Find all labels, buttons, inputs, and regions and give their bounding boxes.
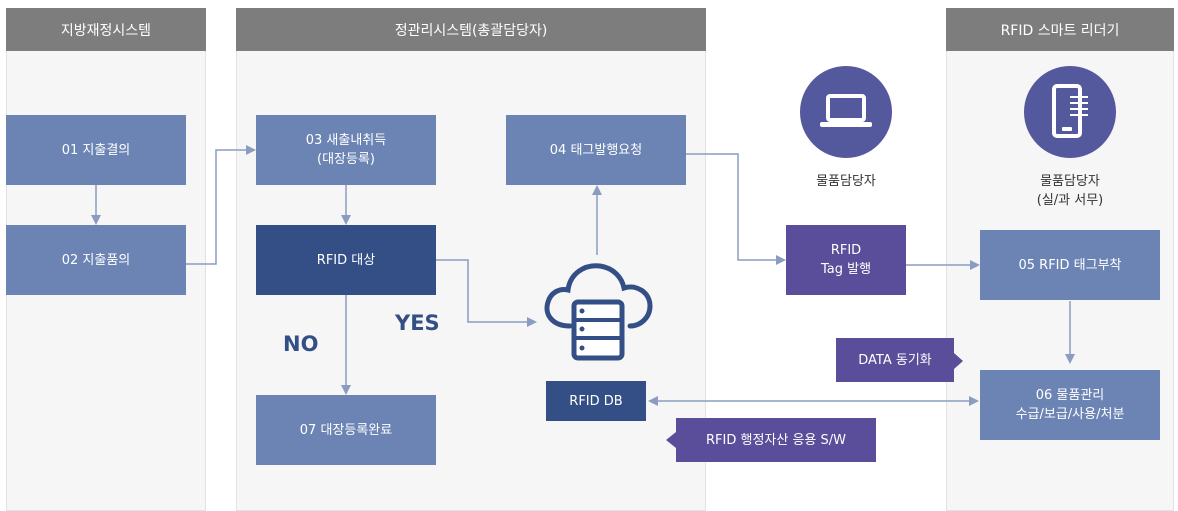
step-07-registration-complete: 07 대장등록완료	[256, 395, 436, 465]
tablet-icon-circle	[1024, 66, 1116, 158]
rfid-tag-issue-box: RFID Tag 발행	[786, 225, 906, 295]
arrow-02-to-03	[186, 145, 256, 265]
step-07-label: 07 대장등록완료	[299, 422, 393, 438]
rfid-target-label: RFID 대상	[316, 252, 376, 268]
data-sync-label: DATA 동기화	[858, 352, 932, 368]
no-label: NO	[283, 332, 319, 356]
rfid-db-box: RFID DB	[546, 381, 646, 421]
rfid-app-label: RFID 행정자산 응용 S/W	[706, 432, 846, 448]
step-03-acquisition: 03 새출내취득 (대장등록)	[256, 115, 436, 185]
arrow-rfid-target-to-db	[436, 259, 537, 327]
rfid-db-label: RFID DB	[569, 393, 623, 409]
step-02-expense-request: 02 지출품의	[6, 225, 186, 295]
rfid-tag-label-line2: Tag 발행	[820, 262, 872, 277]
step-05-tag-attach: 05 RFID 태그부착	[980, 230, 1160, 300]
data-sync-pointer	[954, 353, 963, 369]
step-02-label: 02 지출품의	[61, 252, 131, 268]
step-06-label-line1: 06 물품관리	[1035, 388, 1105, 403]
step-06-goods-management: 06 물품관리 수급/보급/사용/처분	[980, 370, 1160, 440]
laptop-icon	[820, 94, 872, 127]
role-goods-manager-office: 물품담당자 (실/과 서무)	[1010, 172, 1130, 210]
arrow-04-to-tag	[686, 153, 786, 265]
step-05-label: 05 RFID 태그부착	[1018, 257, 1122, 273]
step-06-label-line2: 수급/보급/사용/처분	[1015, 407, 1125, 422]
laptop-icon-circle	[800, 66, 892, 158]
cloud-server-icon	[540, 256, 655, 366]
step-01-label: 01 지출결의	[61, 142, 131, 158]
rfid-target-decision: RFID 대상	[256, 225, 436, 295]
tablet-icon	[1052, 84, 1088, 138]
step-03-label-line2: (대장등록)	[317, 152, 375, 167]
lane-header-rfid-reader: RFID 스마트 리더기	[946, 8, 1174, 51]
step-04-label: 04 태그발행요청	[549, 142, 643, 158]
step-03-label-line1: 03 새출내취득	[305, 133, 387, 148]
lane-header-local-finance: 지방재정시스템	[6, 8, 206, 51]
role-goods-manager-office-line2: (실/과 서무)	[1036, 193, 1104, 208]
rfid-app-pointer	[666, 432, 676, 448]
rfid-app-callout: RFID 행정자산 응용 S/W	[676, 418, 876, 462]
lane-header-asset-mgmt: 정관리시스템(총괄담당자)	[236, 8, 706, 51]
role-goods-manager-office-line1: 물품담당자	[1040, 174, 1100, 189]
role-goods-manager: 물품담당자	[816, 174, 876, 189]
step-01-expense-resolution: 01 지출결의	[6, 115, 186, 185]
rfid-tag-label-line1: RFID	[830, 243, 862, 258]
step-04-tag-issue-request: 04 태그발행요청	[506, 115, 686, 185]
yes-label: YES	[395, 311, 440, 335]
data-sync-callout: DATA 동기화	[836, 338, 954, 382]
